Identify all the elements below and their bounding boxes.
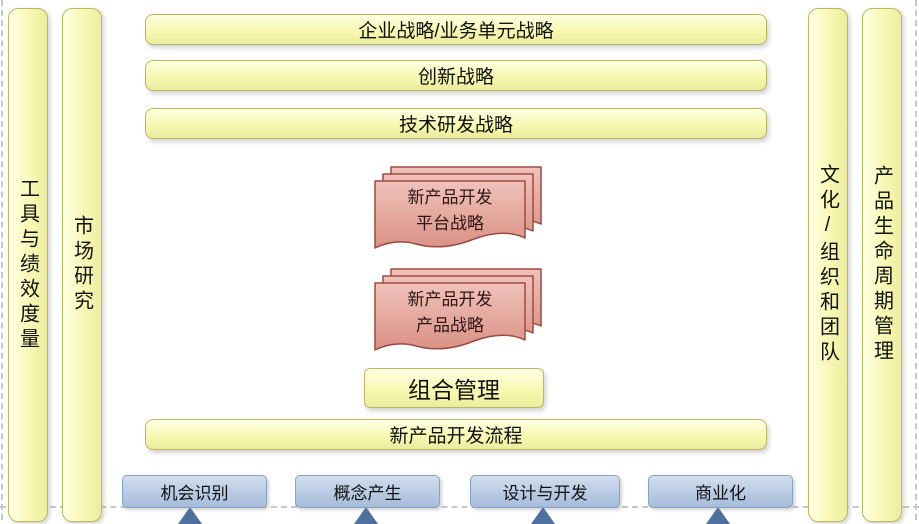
stacked-document-shape: [374, 166, 542, 249]
phase-opportunity-identification: 机会识别: [122, 475, 267, 508]
card-stack-platform-strategy: 新产品开发 平台战略: [374, 166, 542, 250]
bar-corporate-business-unit-strategy-label: 企业战略/业务单元战略: [358, 21, 554, 42]
phase-concept-generation: 概念产生: [295, 475, 440, 508]
card-platform-strategy-line1: 新产品开发: [407, 187, 493, 207]
sidebar-product-lifecycle-management: 产品生命周期管理: [862, 8, 902, 522]
phase-commercialization-label: 商业化: [695, 484, 746, 503]
sidebar-market-research-label: 市场研究: [70, 215, 93, 315]
up-arrow-icon: [354, 507, 378, 524]
box-portfolio-management: 组合管理: [364, 368, 544, 408]
bar-npd-process-label: 新产品开发流程: [389, 426, 523, 447]
phase-commercialization: 商业化: [648, 475, 793, 508]
sidebar-tools-performance-metrics-label: 工具与绩效度量: [16, 177, 39, 353]
phase-opportunity-identification-label: 机会识别: [160, 484, 229, 503]
bottom-dashed-guide: [0, 506, 919, 508]
up-arrow-icon: [531, 507, 555, 524]
bar-innovation-strategy: 创新战略: [145, 60, 767, 91]
bar-npd-process: 新产品开发流程: [145, 419, 767, 450]
card-product-strategy-line1: 新产品开发: [407, 289, 493, 309]
up-arrow-icon: [706, 507, 730, 524]
sidebar-culture-organization-teams: 文化/组织和团队: [808, 8, 848, 522]
left-dashed-guide: [1, 0, 3, 520]
card-stack-product-strategy: 新产品开发 产品战略: [374, 268, 542, 352]
card-product-strategy-line2: 产品战略: [416, 316, 484, 335]
box-portfolio-management-label: 组合管理: [408, 377, 500, 403]
phase-design-development-label: 设计与开发: [502, 484, 588, 503]
sidebar-product-lifecycle-management-label: 产品生命周期管理: [870, 165, 893, 365]
sidebar-market-research: 市场研究: [62, 8, 102, 522]
card-platform-strategy-line2: 平台战略: [416, 214, 484, 233]
right-dashed-guide: [915, 0, 917, 520]
bar-technology-rd-strategy-label: 技术研发战略: [398, 115, 513, 136]
card-product-strategy-text: 新产品开发 产品战略: [375, 282, 525, 344]
stacked-document-shape: [374, 268, 542, 351]
phase-concept-generation-label: 概念产生: [333, 484, 402, 503]
sidebar-tools-performance-metrics: 工具与绩效度量: [8, 8, 48, 522]
phase-design-development: 设计与开发: [470, 475, 620, 508]
bar-corporate-business-unit-strategy: 企业战略/业务单元战略: [145, 14, 767, 45]
card-platform-strategy-text: 新产品开发 平台战略: [375, 180, 525, 242]
up-arrow-icon: [178, 507, 202, 524]
sidebar-culture-organization-teams-label: 文化/组织和团队: [816, 164, 839, 366]
bar-technology-rd-strategy: 技术研发战略: [145, 108, 767, 139]
bar-innovation-strategy-label: 创新战略: [417, 67, 494, 88]
